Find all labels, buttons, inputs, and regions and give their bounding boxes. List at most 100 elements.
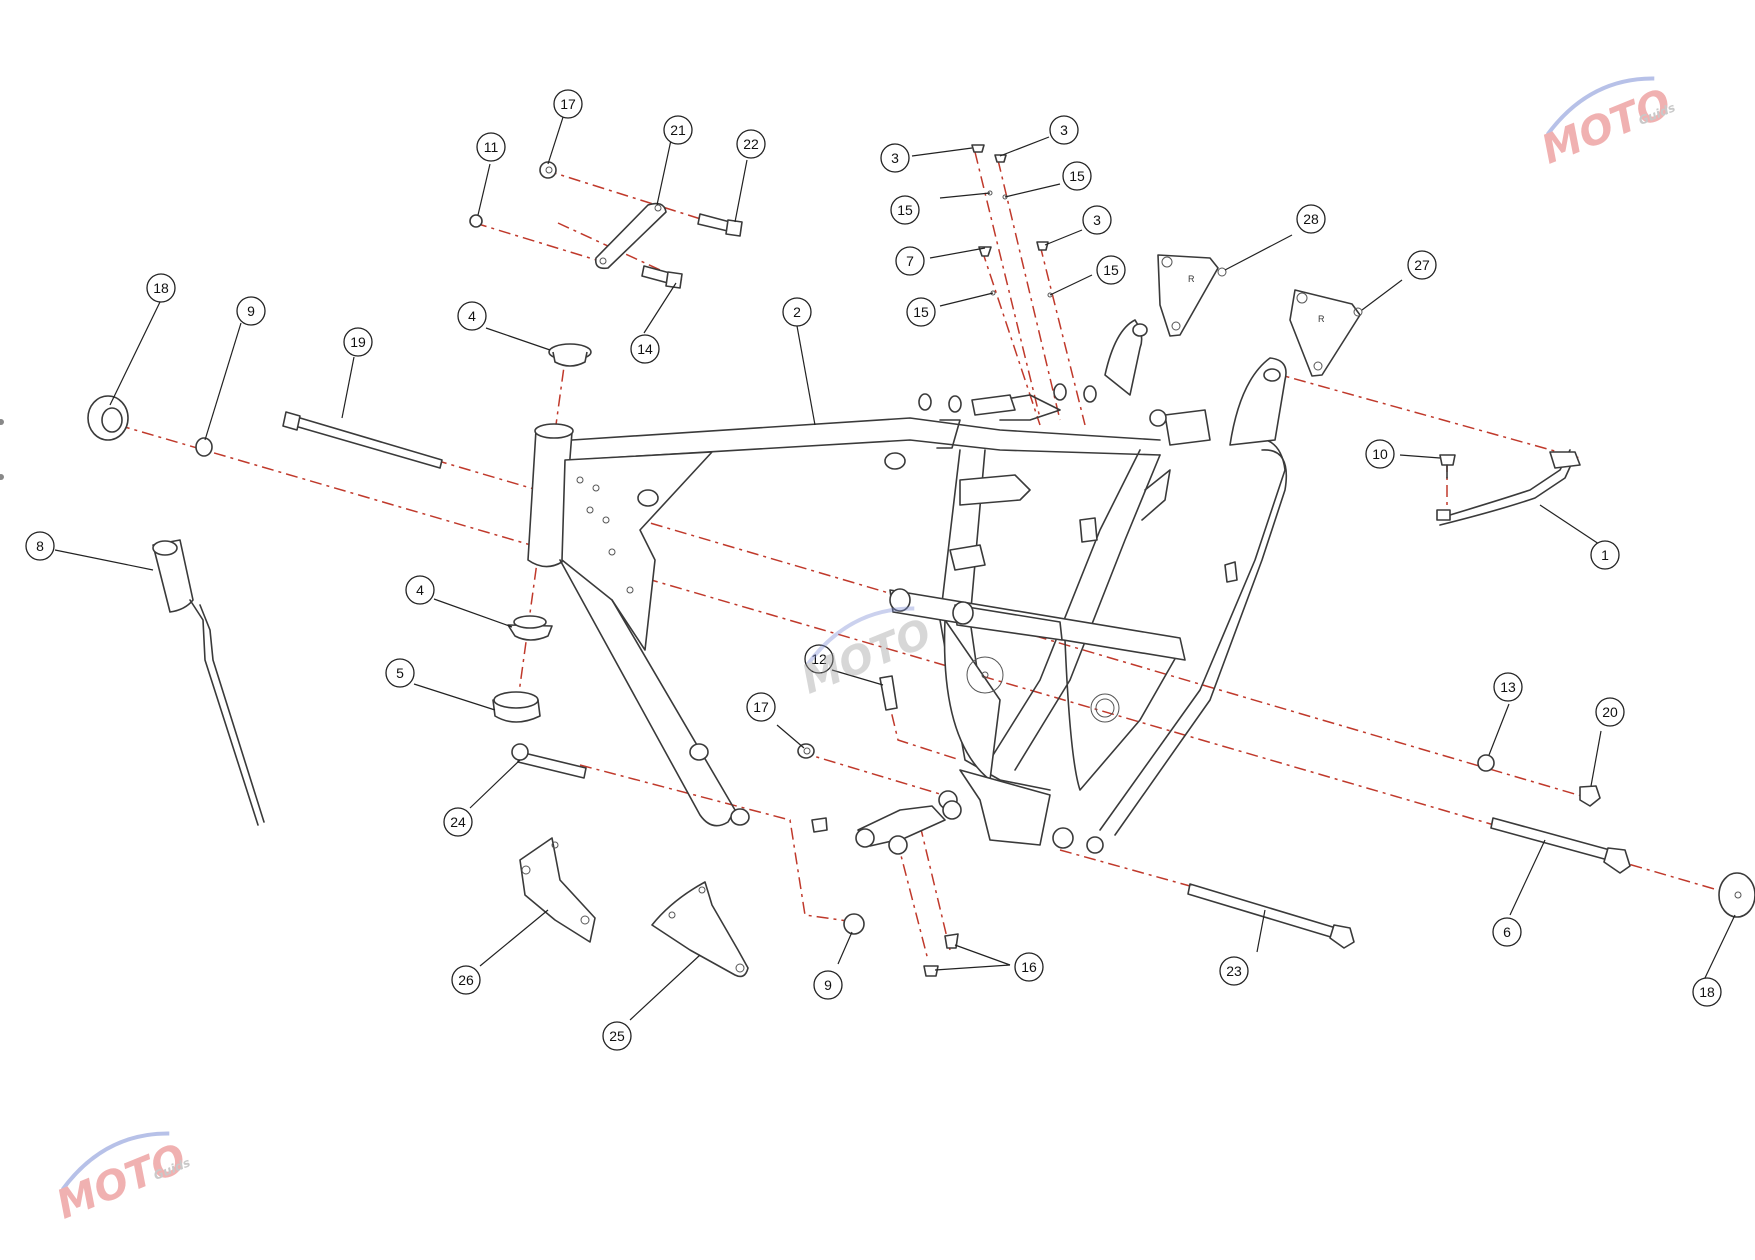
part-12-bolt [879,675,898,711]
plate-27-mark: R [1318,314,1325,324]
svg-text:11: 11 [484,139,499,155]
svg-text:18: 18 [153,280,169,296]
callout-6: 6 [1492,917,1522,947]
callout-4-upper: 4 [457,301,487,331]
callout-28: 28 [1296,204,1326,234]
part-20-nut [1579,785,1601,807]
callout-20: 20 [1595,697,1625,727]
watermark-brand-center: MOTO [795,610,938,703]
svg-text:15: 15 [897,202,913,218]
callout-25: 25 [602,1021,632,1051]
part-17-nut-top [539,161,557,179]
part-28-plate: R [1157,254,1227,337]
part-16-bolt-a [944,933,959,949]
part-10-bolt [1439,454,1456,479]
part-11-bolt [469,214,483,228]
small-bolt-center [811,817,828,833]
svg-text:23: 23 [1226,963,1242,979]
part-1-rear-bracket [1436,449,1581,526]
callout-9-left: 9 [236,296,266,326]
callout-13: 13 [1493,672,1523,702]
watermark-brand: MOTO [1535,80,1678,173]
part-9-washer [195,437,213,457]
callouts: 1 2 3 3 3 4 4 5 6 7 8 9 9 10 11 12 [25,89,1722,1051]
svg-text:14: 14 [637,341,653,357]
svg-text:3: 3 [1060,122,1068,138]
watermark-top-right: MOTO Guids [1535,76,1678,174]
callout-11: 11 [476,132,506,162]
callout-19: 19 [343,327,373,357]
svg-text:10: 10 [1372,446,1388,462]
watermark-bottom-left: MOTO Guids [50,1131,193,1229]
callout-17-mid: 17 [746,692,776,722]
component-parts: R R [87,144,1755,978]
callout-15-a: 15 [890,195,920,225]
svg-text:6: 6 [1503,924,1511,940]
svg-text:16: 16 [1021,959,1037,975]
callout-3-left: 3 [880,143,910,173]
callout-12: 12 [804,644,834,674]
svg-text:28: 28 [1303,211,1319,227]
svg-text:20: 20 [1602,704,1618,720]
svg-text:15: 15 [1069,168,1085,184]
part-25-bracket [651,881,749,978]
part-13-nut [1477,754,1495,772]
svg-text:17: 17 [753,699,769,715]
callout-24: 24 [443,807,473,837]
top-fasteners [971,144,1053,298]
callout-22: 22 [736,129,766,159]
callout-23: 23 [1219,956,1249,986]
leader-lines [54,110,1736,1021]
svg-text:17: 17 [560,96,576,112]
callout-27: 27 [1407,250,1437,280]
svg-text:8: 8 [36,538,44,554]
part-19-axle [282,411,443,469]
callout-21: 21 [663,115,693,145]
callout-2: 2 [782,297,812,327]
callout-9-lower: 9 [813,970,843,1000]
part-18-left-cap [87,395,129,441]
svg-text:12: 12 [811,651,827,667]
callout-7: 7 [895,246,925,276]
part-6-long-bolt [1490,817,1631,874]
part-21-link [594,202,667,270]
svg-text:26: 26 [458,972,474,988]
callout-8: 8 [25,531,55,561]
part-27-plate: R [1289,289,1363,377]
part-4-lower-cup [507,615,553,641]
callout-18-left: 18 [146,273,176,303]
callout-15-d: 15 [1096,255,1126,285]
svg-text:21: 21 [670,122,686,138]
part-5-seal [492,691,541,723]
watermark-brand-bl: MOTO [50,1135,193,1228]
svg-text:22: 22 [743,136,759,152]
part-17-nut-mid [797,743,815,759]
svg-text:2: 2 [793,304,801,320]
svg-text:15: 15 [913,304,929,320]
callout-3-top: 3 [1049,115,1079,145]
callout-3-mid: 3 [1082,205,1112,235]
svg-text:24: 24 [450,814,466,830]
part-24-bolt [511,743,587,779]
callout-5: 5 [385,658,415,688]
callout-15-c: 15 [906,297,936,327]
svg-text:27: 27 [1414,257,1430,273]
svg-text:4: 4 [468,308,476,324]
part-9-nut-lower [843,913,865,935]
svg-text:4: 4 [416,582,424,598]
part-4-upper-cup [548,343,592,367]
svg-text:9: 9 [247,303,255,319]
assembly-axes [117,151,1736,961]
part-22-bolt [697,213,743,237]
svg-text:19: 19 [350,334,366,350]
callout-15-b: 15 [1062,161,1092,191]
part-16-bolt-b [923,965,939,977]
svg-text:25: 25 [609,1028,625,1044]
part-18-right-cap [1718,872,1755,918]
svg-text:5: 5 [396,665,404,681]
svg-text:9: 9 [824,977,832,993]
svg-text:1: 1 [1601,547,1609,563]
callout-18-right: 18 [1692,977,1722,1007]
svg-text:15: 15 [1103,262,1119,278]
callout-17-top: 17 [553,89,583,119]
